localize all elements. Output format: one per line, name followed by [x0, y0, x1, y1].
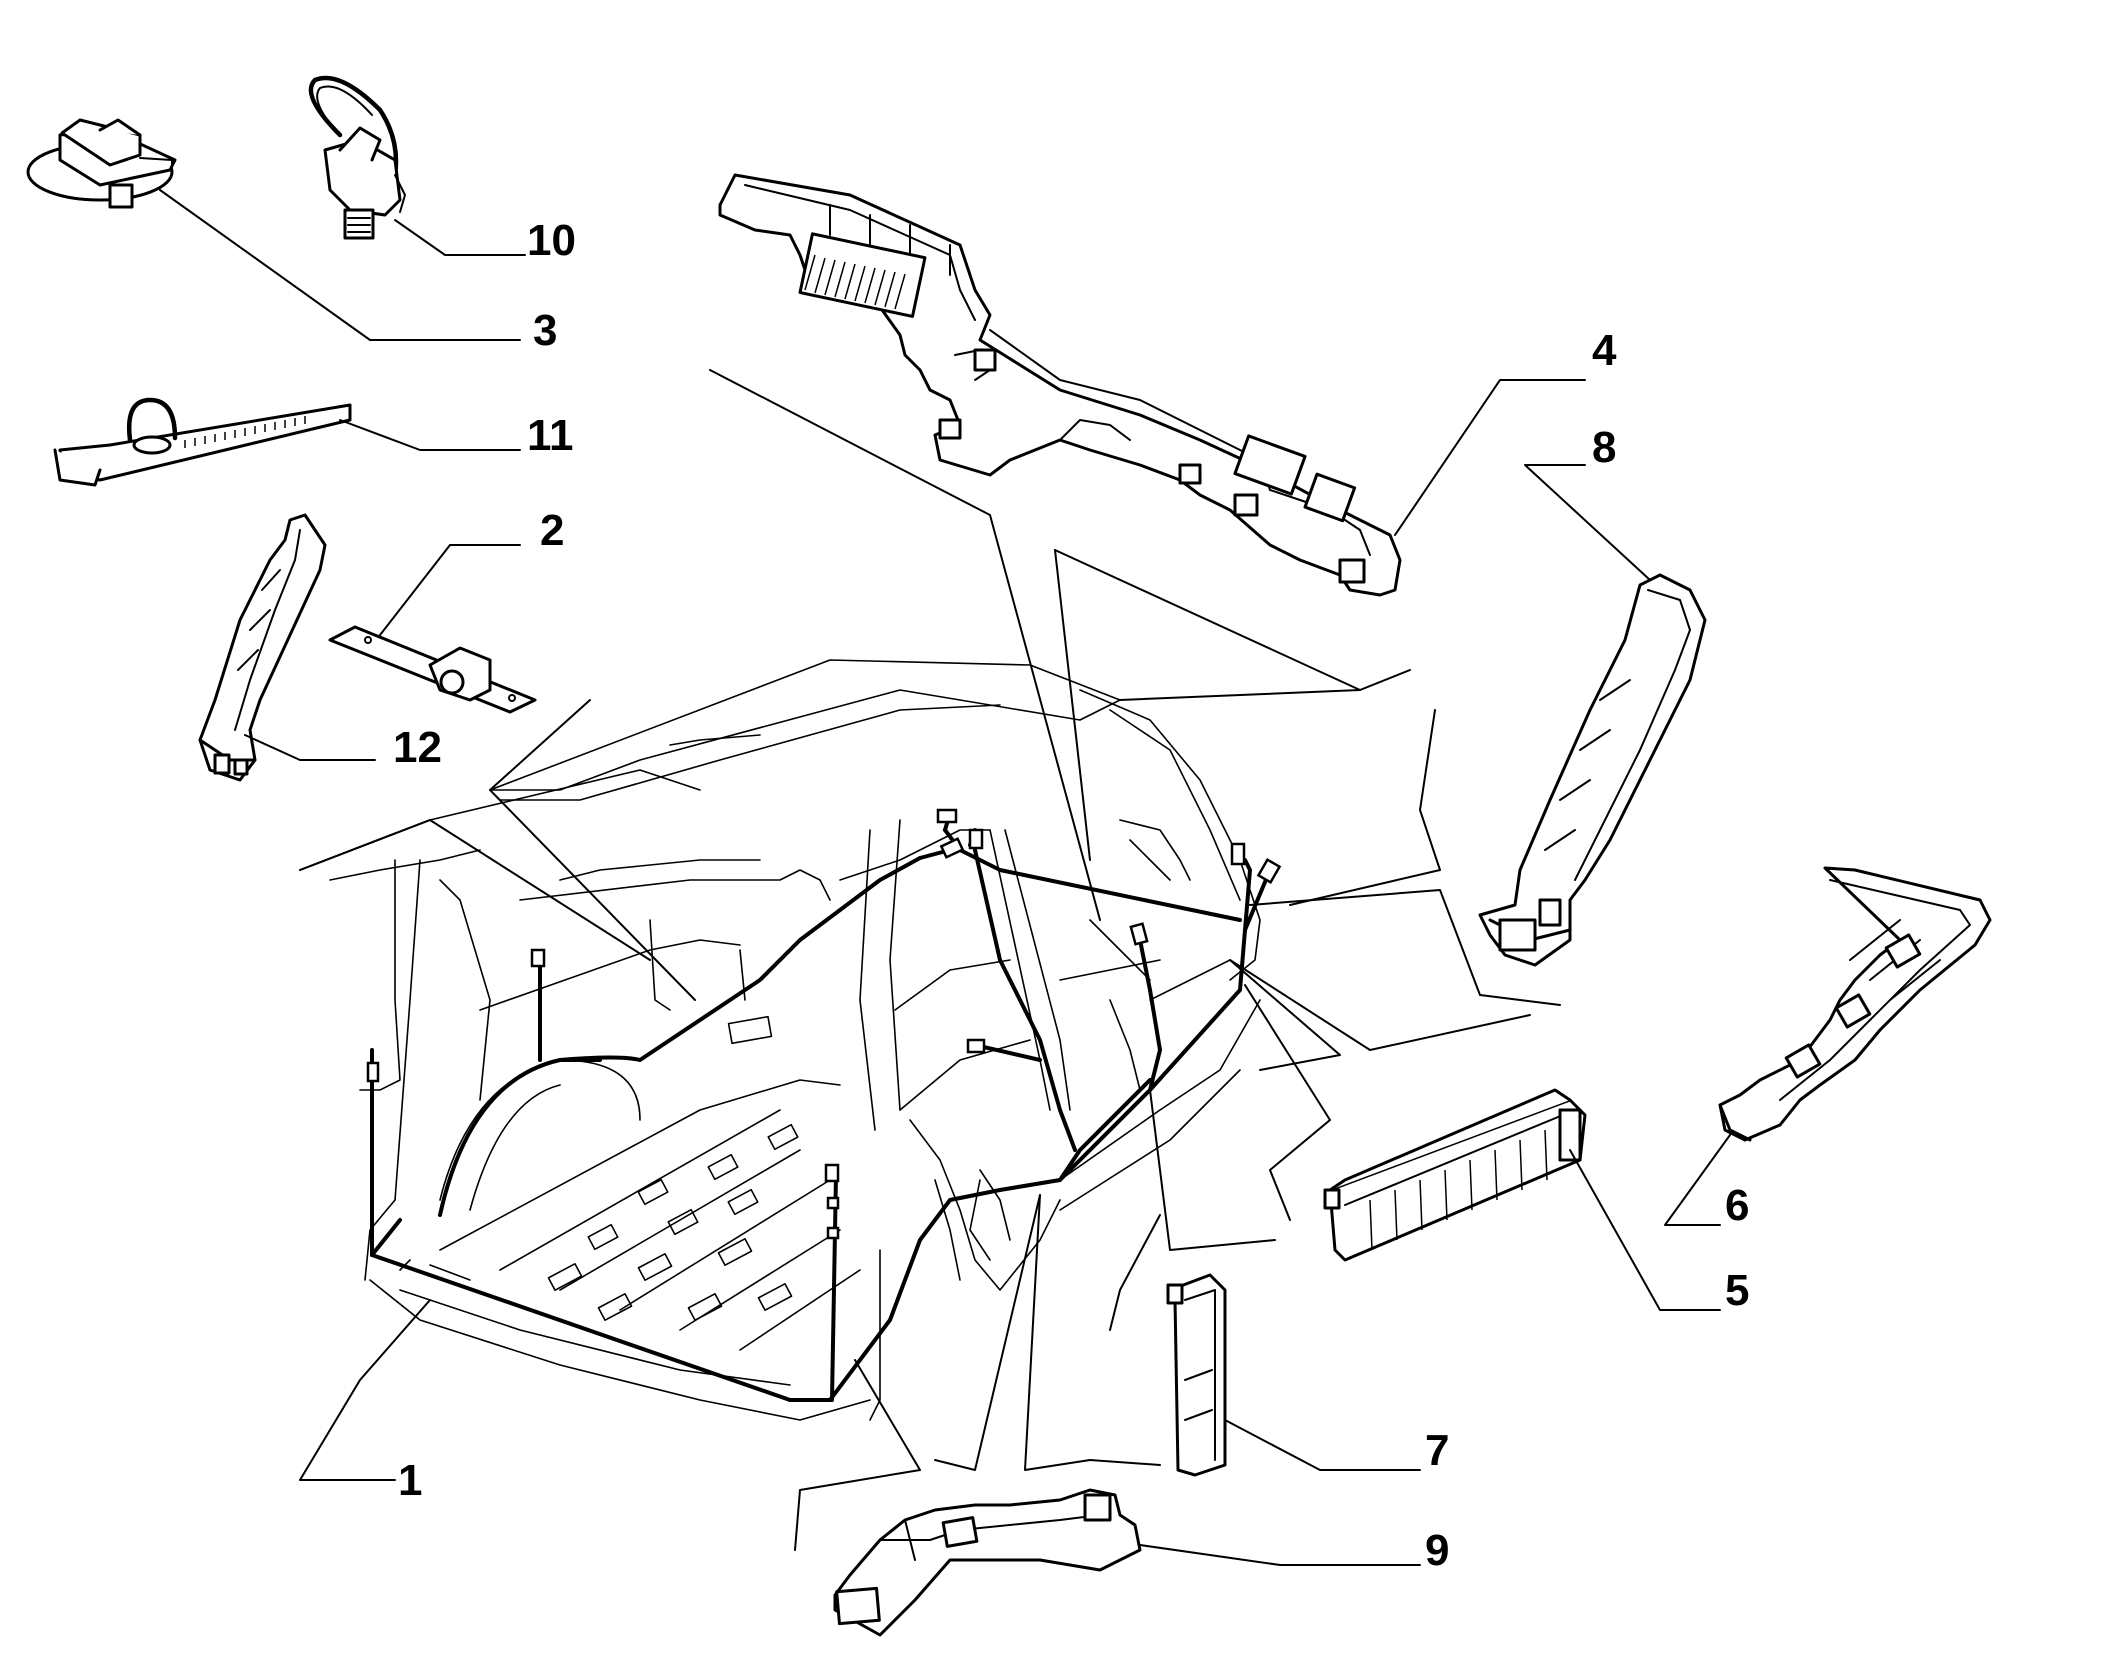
part-2-plate	[328, 625, 537, 714]
callout-labels: 1 2 3 4 5 6 7 8 9 10 11 12	[393, 216, 1749, 1575]
leader-lines	[159, 189, 1731, 1566]
wiring-harness	[366, 808, 1282, 1402]
callout-1: 1	[398, 1456, 422, 1505]
callout-7: 7	[1425, 1426, 1449, 1475]
callout-8: 8	[1592, 423, 1616, 472]
car-body-outline	[299, 659, 1261, 1421]
part-4-duct	[718, 173, 1402, 597]
part-11-cable-tie	[53, 397, 352, 487]
part-12-bracket	[198, 513, 327, 782]
callout-4: 4	[1592, 326, 1617, 375]
part-7-pillar	[1166, 1273, 1227, 1477]
part-5-panel	[1323, 1088, 1587, 1262]
callout-10: 10	[527, 216, 576, 265]
callout-6: 6	[1725, 1181, 1749, 1230]
floor-pads	[547, 1015, 799, 1322]
part-6-rail	[1718, 866, 1992, 1142]
callout-12: 12	[393, 723, 442, 772]
part-8-side-panel	[1478, 573, 1707, 967]
callout-5: 5	[1725, 1266, 1749, 1315]
callout-3: 3	[533, 306, 557, 355]
callout-11: 11	[527, 411, 574, 460]
part-10-clamp	[308, 75, 406, 240]
part-9-box-section	[833, 1488, 1142, 1637]
callout-2: 2	[540, 506, 564, 555]
part-3-clip	[26, 118, 177, 209]
callout-9: 9	[1425, 1526, 1449, 1575]
